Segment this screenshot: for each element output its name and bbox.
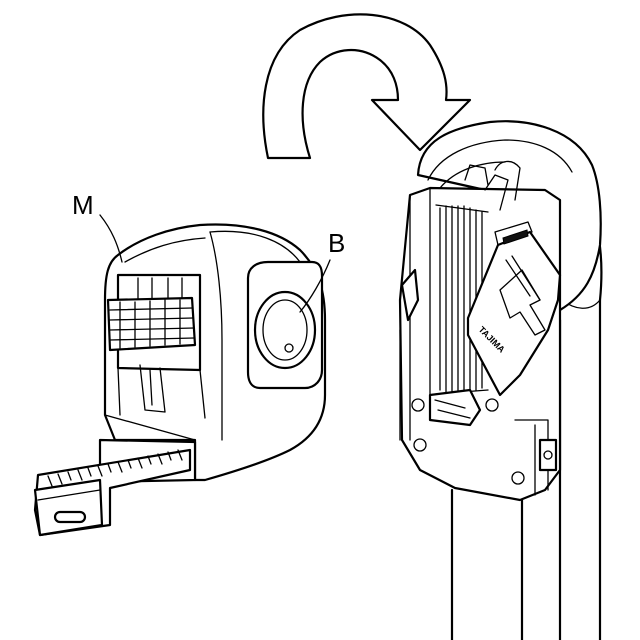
rotation-arrow — [263, 14, 470, 158]
label-m: M — [72, 190, 94, 220]
label-b: B — [328, 228, 345, 258]
tape-measure — [35, 224, 325, 535]
hook-slot — [55, 512, 85, 522]
tape-holder: TAJIMA — [400, 121, 601, 500]
